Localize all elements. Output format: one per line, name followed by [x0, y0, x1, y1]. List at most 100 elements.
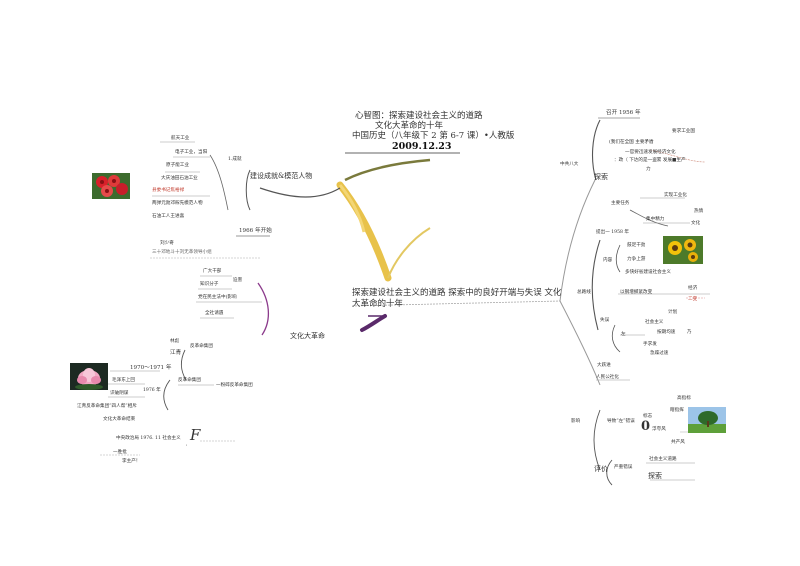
sunflower-image — [663, 236, 703, 264]
rb-review: 评价 — [594, 465, 608, 473]
rm-culture: 文化 — [691, 221, 701, 226]
item-wangjinxi: 石油工人王进喜 — [152, 214, 185, 219]
bracket-right-sub — [615, 244, 621, 273]
bracket-right-bottom — [593, 409, 601, 471]
item-dengjiaxian: 两弹元勋邓稼先模范人物 — [152, 201, 203, 206]
rl-branch: 总路线 — [577, 290, 591, 295]
rt-industrial: 要求工业国 — [672, 129, 695, 134]
rl-gongshe: 人民公社化 — [596, 375, 619, 380]
branch-achievements: 建设成就&模范人物 — [250, 172, 313, 180]
lb-1970: 1970～1971 年 — [130, 365, 172, 371]
rb-explore: 探索 — [648, 472, 662, 480]
rb-influence: 影响 — [571, 419, 581, 424]
rb-blind: 瞎指挥 — [670, 408, 684, 413]
lb-gang-of-four: 江青反革命集团“四人帮”相斥 — [77, 404, 137, 409]
center-dotted — [351, 300, 561, 307]
rt-contradiction: (我们在全国 主要矛盾 — [609, 140, 654, 145]
bracket-right-line — [591, 239, 601, 331]
center-topic: 探索建设社会主义的道路 探索中的良好开端与失误 文化大革命的十年 — [352, 288, 562, 310]
rl-item-9: 社会主义 — [645, 320, 664, 325]
rt-economy: 一官要迅速发展经济文化 — [625, 150, 676, 155]
trunk-purple — [360, 314, 387, 332]
rb-zero: 0 — [641, 419, 651, 434]
right-red-dash — [649, 149, 706, 163]
title-date: 2009.12.23 — [392, 141, 452, 152]
rb-exaggeration: 浮夸风 — [652, 427, 666, 432]
lotus-image — [70, 363, 108, 390]
item-aerospace: 航天工业 — [171, 136, 190, 141]
lb-group1: 反革命集团 — [190, 344, 213, 349]
lb-mark: ' — [186, 445, 188, 450]
trunk-title — [344, 158, 431, 182]
tree-image — [688, 407, 726, 433]
rl-item-6: 二变 — [688, 297, 698, 302]
rl-item-2: 力争上游 — [627, 257, 646, 262]
rb-socialist-road: 社会主义道路 — [649, 457, 677, 462]
rb-mark: 标志 — [643, 414, 653, 419]
rl-item-5: 经济 — [688, 286, 698, 291]
rb-communist: 共产风 — [671, 440, 685, 445]
left-top-connect — [209, 154, 229, 211]
title-line1: 心智图：探索建设社会主义的道路 — [355, 111, 483, 121]
rm-industrialize: 实现工业化 — [664, 193, 687, 198]
bracket-right-bottom2 — [606, 459, 613, 486]
bracket-left-bottom2 — [163, 379, 171, 411]
lb-bottom2: 李主产！ — [122, 459, 141, 464]
rl-year: 提出一 1958 年 — [596, 230, 629, 235]
rl-item-1: 鼓足干劲 — [627, 243, 646, 248]
bracket-right-sub2 — [611, 324, 621, 353]
label-1966: 1966 年开始 — [239, 228, 272, 234]
title-line2: 文化大革命的十年 — [375, 121, 444, 131]
trunk-yellow-branch — [387, 227, 431, 279]
rb-high-index: 高指标 — [677, 396, 691, 401]
rl-item-4: 以钢增掷紧改变 — [620, 290, 653, 295]
item-electronics: 电子工业，当阳 — [175, 150, 208, 155]
item-daqing: 大庆油田石油工业 — [161, 176, 198, 181]
rt-force: 力 — [646, 167, 651, 172]
wenge-cadres: 广大干部 — [203, 269, 222, 274]
rl-dayuejin: 大跃进 — [597, 363, 611, 368]
lb-group2: 反革命集团 — [178, 378, 201, 383]
rl-content: 内容 — [603, 258, 613, 263]
rl-item-8: 左 — [621, 332, 626, 337]
rt-date: 召开 1956 年 — [606, 110, 641, 116]
wenge-party: 党在民主法中(影响 — [198, 295, 237, 300]
title-line3: 中国历史（八年级下 2 第 6-7 课）•人教版 — [352, 131, 515, 141]
rm-task: 主要任务 — [611, 201, 630, 206]
to-right-top — [559, 179, 596, 302]
rl-item-3: 多快好省建设社会主义 — [625, 270, 671, 275]
rm-passion: 热情 — [694, 209, 704, 214]
rl-item-14: 急躁过速 — [650, 351, 669, 356]
rt-explore: 探索 — [594, 173, 608, 181]
rt-congress: 中共八大 — [560, 162, 579, 167]
lb-letter-f: F — [190, 426, 201, 444]
label-liu-note: 三十邓地斗十刘无革领导小组 — [152, 250, 212, 255]
trunk-left-top — [259, 187, 341, 198]
rl-item-10: 计划 — [668, 310, 678, 315]
lb-smash: 一粉碎反革命集团 — [216, 383, 253, 388]
bracket-wenge — [257, 282, 269, 336]
sub-achievements: 1.成就 — [228, 157, 242, 162]
bracket-left-bottom — [180, 349, 187, 381]
lb-linbiao: 林彪 — [170, 339, 180, 344]
item-nuclear: 原子能工业 — [166, 163, 189, 168]
rt-politics: ：政（ 下达的是一盗累 发展■生产 — [614, 158, 686, 163]
lb-politburo: 中央政治局 1976. 11 社会主义 — [116, 436, 181, 441]
lb-bottom1: 一胜批 — [113, 450, 127, 455]
item-jiaoyulu: 县委书记焦裕禄 — [152, 188, 185, 193]
rl-item-13: 手求发 — [643, 342, 657, 347]
rl-item-12: 乃 — [687, 330, 692, 335]
lb-mao: 毛泽东上回 — [112, 378, 135, 383]
bracket-right-top — [591, 119, 601, 181]
lb-shipo: 识破阴谋 — [110, 391, 129, 396]
wenge-persecution: 迫害 — [233, 278, 243, 283]
rb-serious-error: 严重错误 — [614, 465, 633, 470]
rm-focus: 集中精力 — [646, 217, 665, 222]
to-right-bottom — [559, 300, 601, 386]
flower-image-red — [92, 173, 130, 199]
wenge-intellectuals: 知识分子 — [200, 282, 219, 287]
rl-item-7: 失误 — [600, 318, 610, 323]
trunk-yellow-highlight — [338, 184, 366, 233]
